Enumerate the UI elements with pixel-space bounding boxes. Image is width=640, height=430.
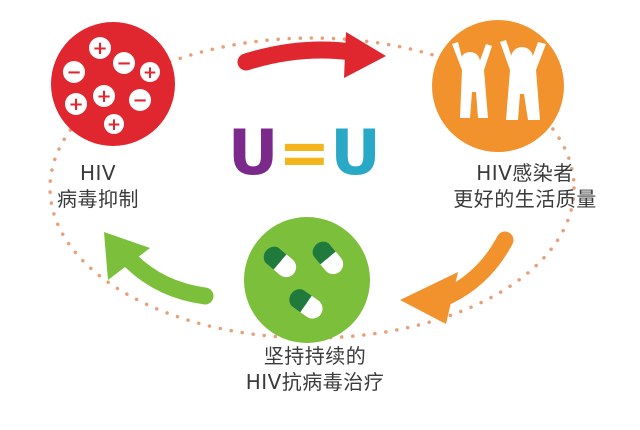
svg-text:−: −	[116, 53, 131, 74]
untransmittable-letter: U	[330, 116, 380, 189]
svg-text:−: −	[132, 90, 147, 111]
undetectable-letter: U	[228, 116, 278, 189]
svg-text:+: +	[96, 86, 111, 107]
quality-of-life-circle	[432, 20, 564, 152]
svg-text:+: +	[143, 63, 157, 83]
svg-text:+: +	[92, 38, 107, 59]
label-line: 病毒抑制	[57, 187, 139, 211]
people-celebrating-icon	[452, 40, 546, 120]
label-line: HIV	[79, 161, 117, 185]
viral-suppression-node: + − − + + + − +	[51, 22, 175, 146]
label-line: 坚持持续的	[263, 344, 367, 368]
equals-sign: =	[278, 116, 330, 189]
plus-minus-cells-icon: + − − + + + − +	[63, 37, 160, 135]
svg-text:−: −	[66, 62, 81, 83]
dotted-cycle-ring	[48, 36, 576, 340]
red-arrow	[237, 32, 386, 78]
svg-text:+: +	[107, 115, 121, 135]
pills-icon	[263, 241, 344, 319]
orange-arrow	[400, 231, 514, 324]
treatment-label: 坚持持续的 HIV抗病毒治疗	[200, 343, 430, 395]
label-line: 更好的生活质量	[453, 187, 597, 211]
svg-text:+: +	[68, 94, 83, 115]
treatment-circle	[244, 217, 370, 343]
viral-suppression-circle	[51, 22, 175, 146]
quality-of-life-node	[432, 20, 564, 152]
quality-of-life-label: HIV感染者 更好的生活质量	[430, 160, 620, 212]
green-arrow	[104, 232, 214, 305]
u-equals-u-title: U=U	[228, 116, 381, 189]
label-line: HIV感染者	[476, 161, 574, 185]
viral-suppression-label: HIV 病毒抑制	[38, 160, 158, 212]
treatment-node	[244, 217, 370, 343]
label-line: HIV抗病毒治疗	[245, 370, 385, 394]
